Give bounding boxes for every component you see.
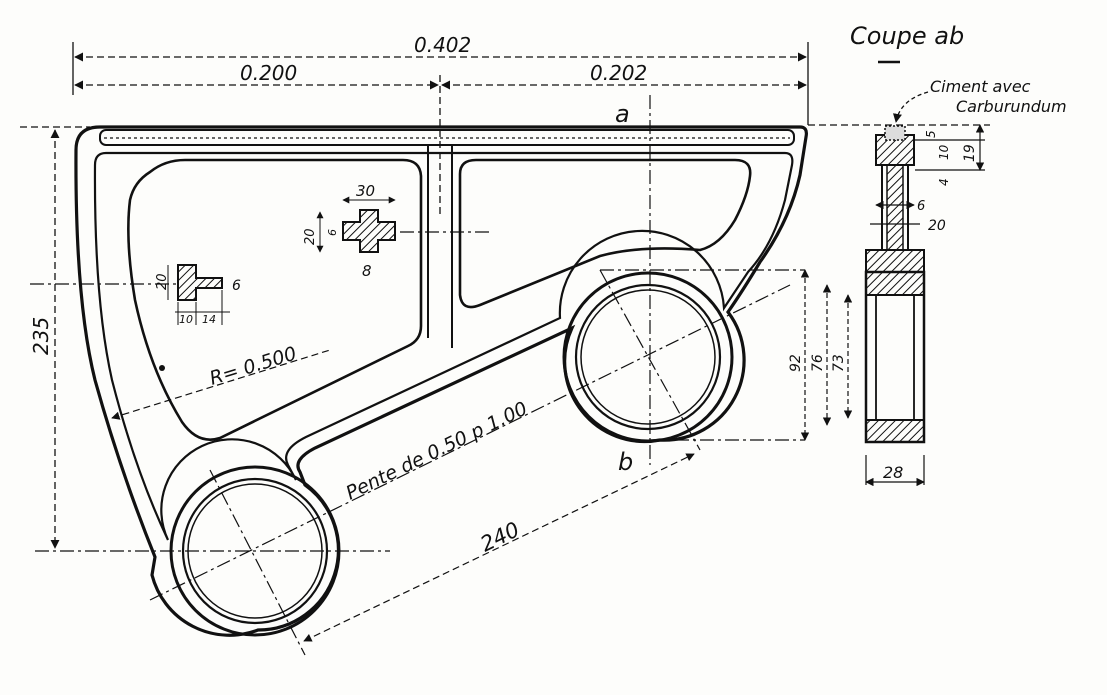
side-dim-web-t: 6	[917, 199, 925, 214]
middle-section-t: 6	[326, 229, 339, 236]
right-boss	[562, 271, 734, 443]
dim-height: 235	[29, 317, 53, 355]
dim-right-width: 0.202	[590, 61, 647, 85]
middle-cross-section	[316, 196, 396, 253]
center-distance-line	[303, 453, 695, 642]
dim-left-width: 0.200	[240, 61, 297, 85]
side-dim-top-1: 10	[937, 144, 951, 160]
middle-section-b: 8	[362, 262, 372, 280]
middle-section-h: 20	[303, 228, 318, 245]
side-note-line2: Carburundum	[956, 97, 1067, 116]
dim-radius: R= 0.500	[207, 343, 299, 390]
side-view	[800, 91, 990, 487]
middle-section-w: 30	[356, 182, 375, 200]
side-dim-top-2: 19	[962, 144, 978, 162]
center-lines	[149, 95, 805, 656]
side-dim-web-w: 20	[928, 218, 946, 234]
dim-slope: Pente de 0.50 p 1.00	[343, 398, 531, 505]
side-dim-hub-1: 76	[810, 354, 826, 372]
dim-overall-width: 0.402	[414, 33, 471, 57]
top-dimensions	[72, 42, 809, 215]
section-label-b: b	[618, 448, 633, 476]
left-section-b2: 14	[202, 313, 216, 326]
title-text: Coupe ab	[850, 22, 964, 50]
side-dim-width: 28	[883, 463, 903, 482]
side-dim-top-0: 5	[924, 130, 938, 138]
left-section-b1: 10	[179, 313, 193, 326]
left-cross-section	[167, 264, 230, 325]
side-dim-hub-0: 92	[788, 354, 804, 372]
left-section-w: 6	[232, 278, 241, 294]
frame-body	[74, 125, 808, 637]
dim-center-distance: 240	[477, 517, 524, 556]
radius-line	[111, 349, 331, 420]
left-section-h: 20	[155, 273, 170, 290]
side-note-line1: Ciment avec	[930, 77, 1031, 96]
side-dim-hub-2: 73	[831, 354, 847, 372]
section-label-a: a	[615, 100, 630, 128]
side-dim-top-3: 4	[937, 178, 951, 186]
